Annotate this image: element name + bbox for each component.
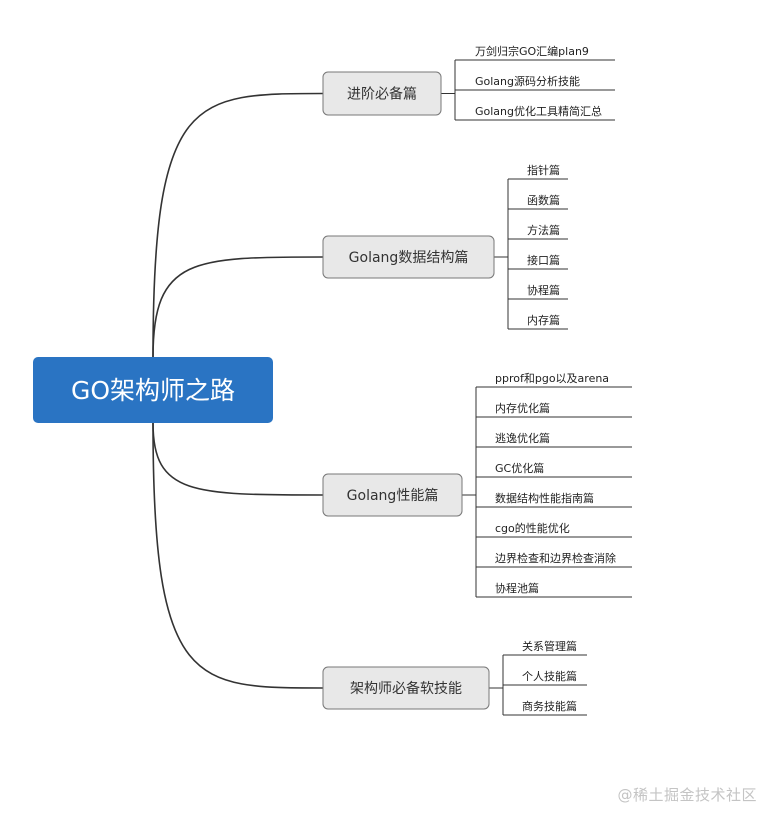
root-connector-soft-skills — [152, 422, 324, 689]
leaf-label: 数据结构性能指南篇 — [495, 491, 594, 505]
root-node[interactable]: GO架构师之路 — [33, 357, 273, 423]
leaf-node[interactable]: pprof和pgo以及arena — [476, 372, 632, 388]
leaf-label: 内存篇 — [527, 313, 560, 327]
leaf-label: cgo的性能优化 — [495, 521, 570, 535]
leaf-node[interactable]: 内存优化篇 — [476, 401, 632, 418]
leaf-label: Golang优化工具精简汇总 — [475, 104, 602, 118]
leaf-label: GC优化篇 — [495, 461, 544, 475]
leaf-node[interactable]: 边界检查和边界检查消除 — [476, 551, 632, 568]
leaf-node[interactable]: 函数篇 — [508, 193, 568, 210]
branch-box — [322, 666, 490, 710]
leaf-node[interactable]: cgo的性能优化 — [476, 521, 632, 538]
watermark-text: @稀土掘金技术社区 — [617, 786, 757, 804]
root-connector-advanced — [152, 92, 324, 358]
root-box — [33, 357, 273, 423]
leaf-label: 商务技能篇 — [522, 699, 577, 713]
connectors — [152, 60, 509, 715]
leaf-node[interactable]: 接口篇 — [508, 253, 568, 270]
leaf-node[interactable]: 万剑归宗GO汇编plan9 — [455, 44, 615, 61]
leaf-node[interactable]: GC优化篇 — [476, 461, 632, 478]
branch-label: 架构师必备软技能 — [350, 680, 462, 697]
leaf-node[interactable]: Golang优化工具精简汇总 — [455, 104, 615, 121]
leaf-node[interactable]: Golang源码分析技能 — [455, 74, 615, 91]
leaf-node[interactable]: 协程池篇 — [476, 581, 632, 598]
leaf-label: 函数篇 — [527, 193, 560, 207]
branch-node-performance[interactable]: Golang性能篇 — [322, 473, 463, 517]
leaf-label: 内存优化篇 — [495, 401, 550, 415]
leaf-label: pprof和pgo以及arena — [495, 372, 609, 385]
leaf-label: 个人技能篇 — [522, 669, 577, 683]
branch-node-soft-skills[interactable]: 架构师必备软技能 — [322, 666, 490, 710]
leaf-label: 协程篇 — [527, 283, 560, 297]
leaf-node[interactable]: 数据结构性能指南篇 — [476, 491, 632, 508]
leaf-node[interactable]: 个人技能篇 — [503, 669, 587, 686]
branch-box — [322, 71, 442, 116]
branch-label: Golang数据结构篇 — [349, 250, 469, 266]
leaf-node[interactable]: 指针篇 — [508, 163, 568, 180]
root-label: GO架构师之路 — [71, 376, 235, 405]
branch-label: Golang性能篇 — [347, 488, 439, 504]
branch-node-advanced[interactable]: 进阶必备篇 — [322, 71, 442, 116]
root-connector-performance — [152, 422, 324, 496]
leaf-node[interactable]: 内存篇 — [508, 313, 568, 330]
leaf-node[interactable]: 商务技能篇 — [503, 699, 587, 716]
branch-label: 进阶必备篇 — [347, 86, 417, 103]
leaf-label: 方法篇 — [527, 223, 560, 237]
leaf-label: 指针篇 — [527, 163, 560, 177]
leaf-label: 协程池篇 — [495, 581, 539, 595]
leaf-node[interactable]: 关系管理篇 — [503, 639, 587, 656]
leaf-node[interactable]: 协程篇 — [508, 283, 568, 300]
leaf-label: 接口篇 — [527, 253, 560, 267]
leaf-label: Golang源码分析技能 — [475, 74, 580, 88]
branch-node-data-structures[interactable]: Golang数据结构篇 — [322, 235, 495, 279]
leaf-node[interactable]: 方法篇 — [508, 223, 568, 240]
branch-box — [322, 235, 495, 279]
leaf-label: 逃逸优化篇 — [495, 431, 550, 445]
leaf-node[interactable]: 逃逸优化篇 — [476, 431, 632, 448]
leaf-label: 边界检查和边界检查消除 — [495, 551, 616, 565]
root-connector-data-structures — [152, 256, 324, 358]
leaf-label: 关系管理篇 — [522, 639, 577, 653]
branch-box — [322, 473, 463, 517]
leaf-label: 万剑归宗GO汇编plan9 — [475, 44, 589, 58]
